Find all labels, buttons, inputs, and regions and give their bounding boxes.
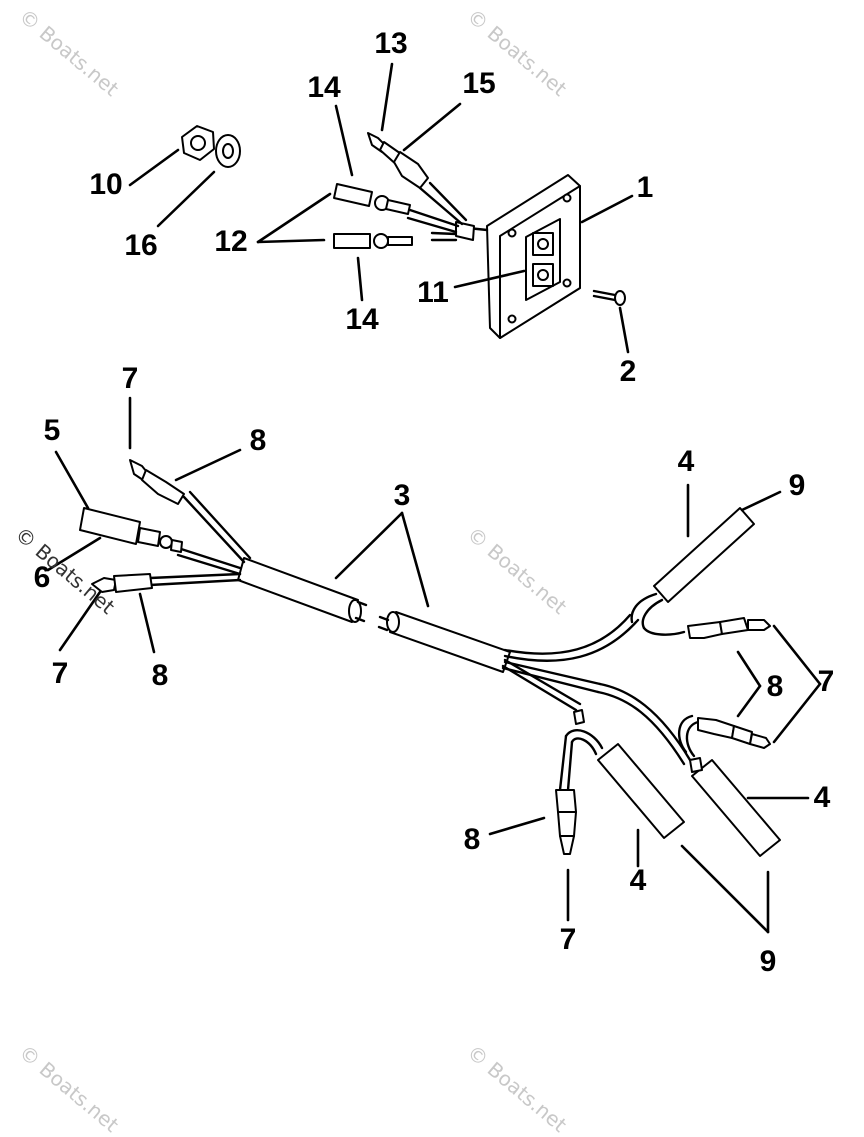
main-harness-part-3-left	[237, 557, 368, 623]
callout-7-right: 7	[817, 665, 835, 698]
connector-part-8-bottom	[555, 789, 577, 855]
callout-8-lower-left: 8	[151, 659, 169, 692]
callout-13: 13	[374, 27, 408, 60]
boot-part-4-center	[558, 709, 685, 839]
leader-lines	[46, 62, 822, 934]
callout-10: 10	[89, 168, 123, 201]
callout-7-upper-left: 7	[121, 362, 139, 395]
callout-11: 11	[417, 276, 449, 309]
callout-3: 3	[393, 479, 411, 512]
boot-part-4-right	[689, 757, 781, 857]
callout-5: 5	[43, 414, 61, 447]
washer-part-16	[215, 134, 241, 168]
callout-4-right: 4	[813, 781, 831, 814]
wiring-harness-diagram: 1 2 11 10 16 13 15 14 12 14 7 8 5 6 7 8 …	[11, 4, 835, 1137]
terminal-part-6	[170, 539, 183, 553]
callout-4-top: 4	[677, 445, 695, 478]
sleeve-part-8-left	[113, 573, 153, 593]
callout-8-upper-left: 8	[249, 424, 267, 457]
callout-9-top: 9	[788, 469, 806, 502]
callout-2: 2	[619, 355, 637, 388]
callout-4-center: 4	[629, 864, 647, 897]
callout-12: 12	[214, 225, 248, 258]
sleeve-part-14-lower	[333, 233, 413, 249]
callout-6: 6	[33, 561, 51, 594]
callout-8-bottom: 8	[463, 823, 481, 856]
callout-14-upper: 14	[307, 71, 341, 104]
callout-16: 16	[124, 229, 158, 262]
callout-1: 1	[636, 171, 654, 204]
connector-part-8-right-upper	[687, 617, 771, 639]
left-branch-leads	[148, 490, 252, 587]
connector-part-8-right-lower	[678, 714, 771, 758]
callout-7-bottom: 7	[559, 923, 577, 956]
callout-15: 15	[462, 67, 496, 100]
switch-leads	[406, 181, 489, 242]
screw-part-2	[592, 289, 626, 306]
sleeve-part-15	[393, 151, 429, 189]
rocker-switch-part-11	[525, 218, 561, 301]
sleeve-part-5	[79, 507, 173, 549]
nut-part-10	[181, 125, 215, 161]
callout-8-right: 8	[766, 670, 784, 703]
main-harness-part-3-right	[377, 611, 511, 673]
callout-7-lower-left: 7	[51, 657, 69, 690]
sleeve-part-8-upper	[141, 469, 185, 505]
boot-part-4-top	[630, 507, 755, 636]
sleeve-part-14-upper	[333, 183, 411, 215]
callout-14-lower: 14	[345, 303, 379, 336]
callout-9-bottom: 9	[759, 945, 777, 978]
